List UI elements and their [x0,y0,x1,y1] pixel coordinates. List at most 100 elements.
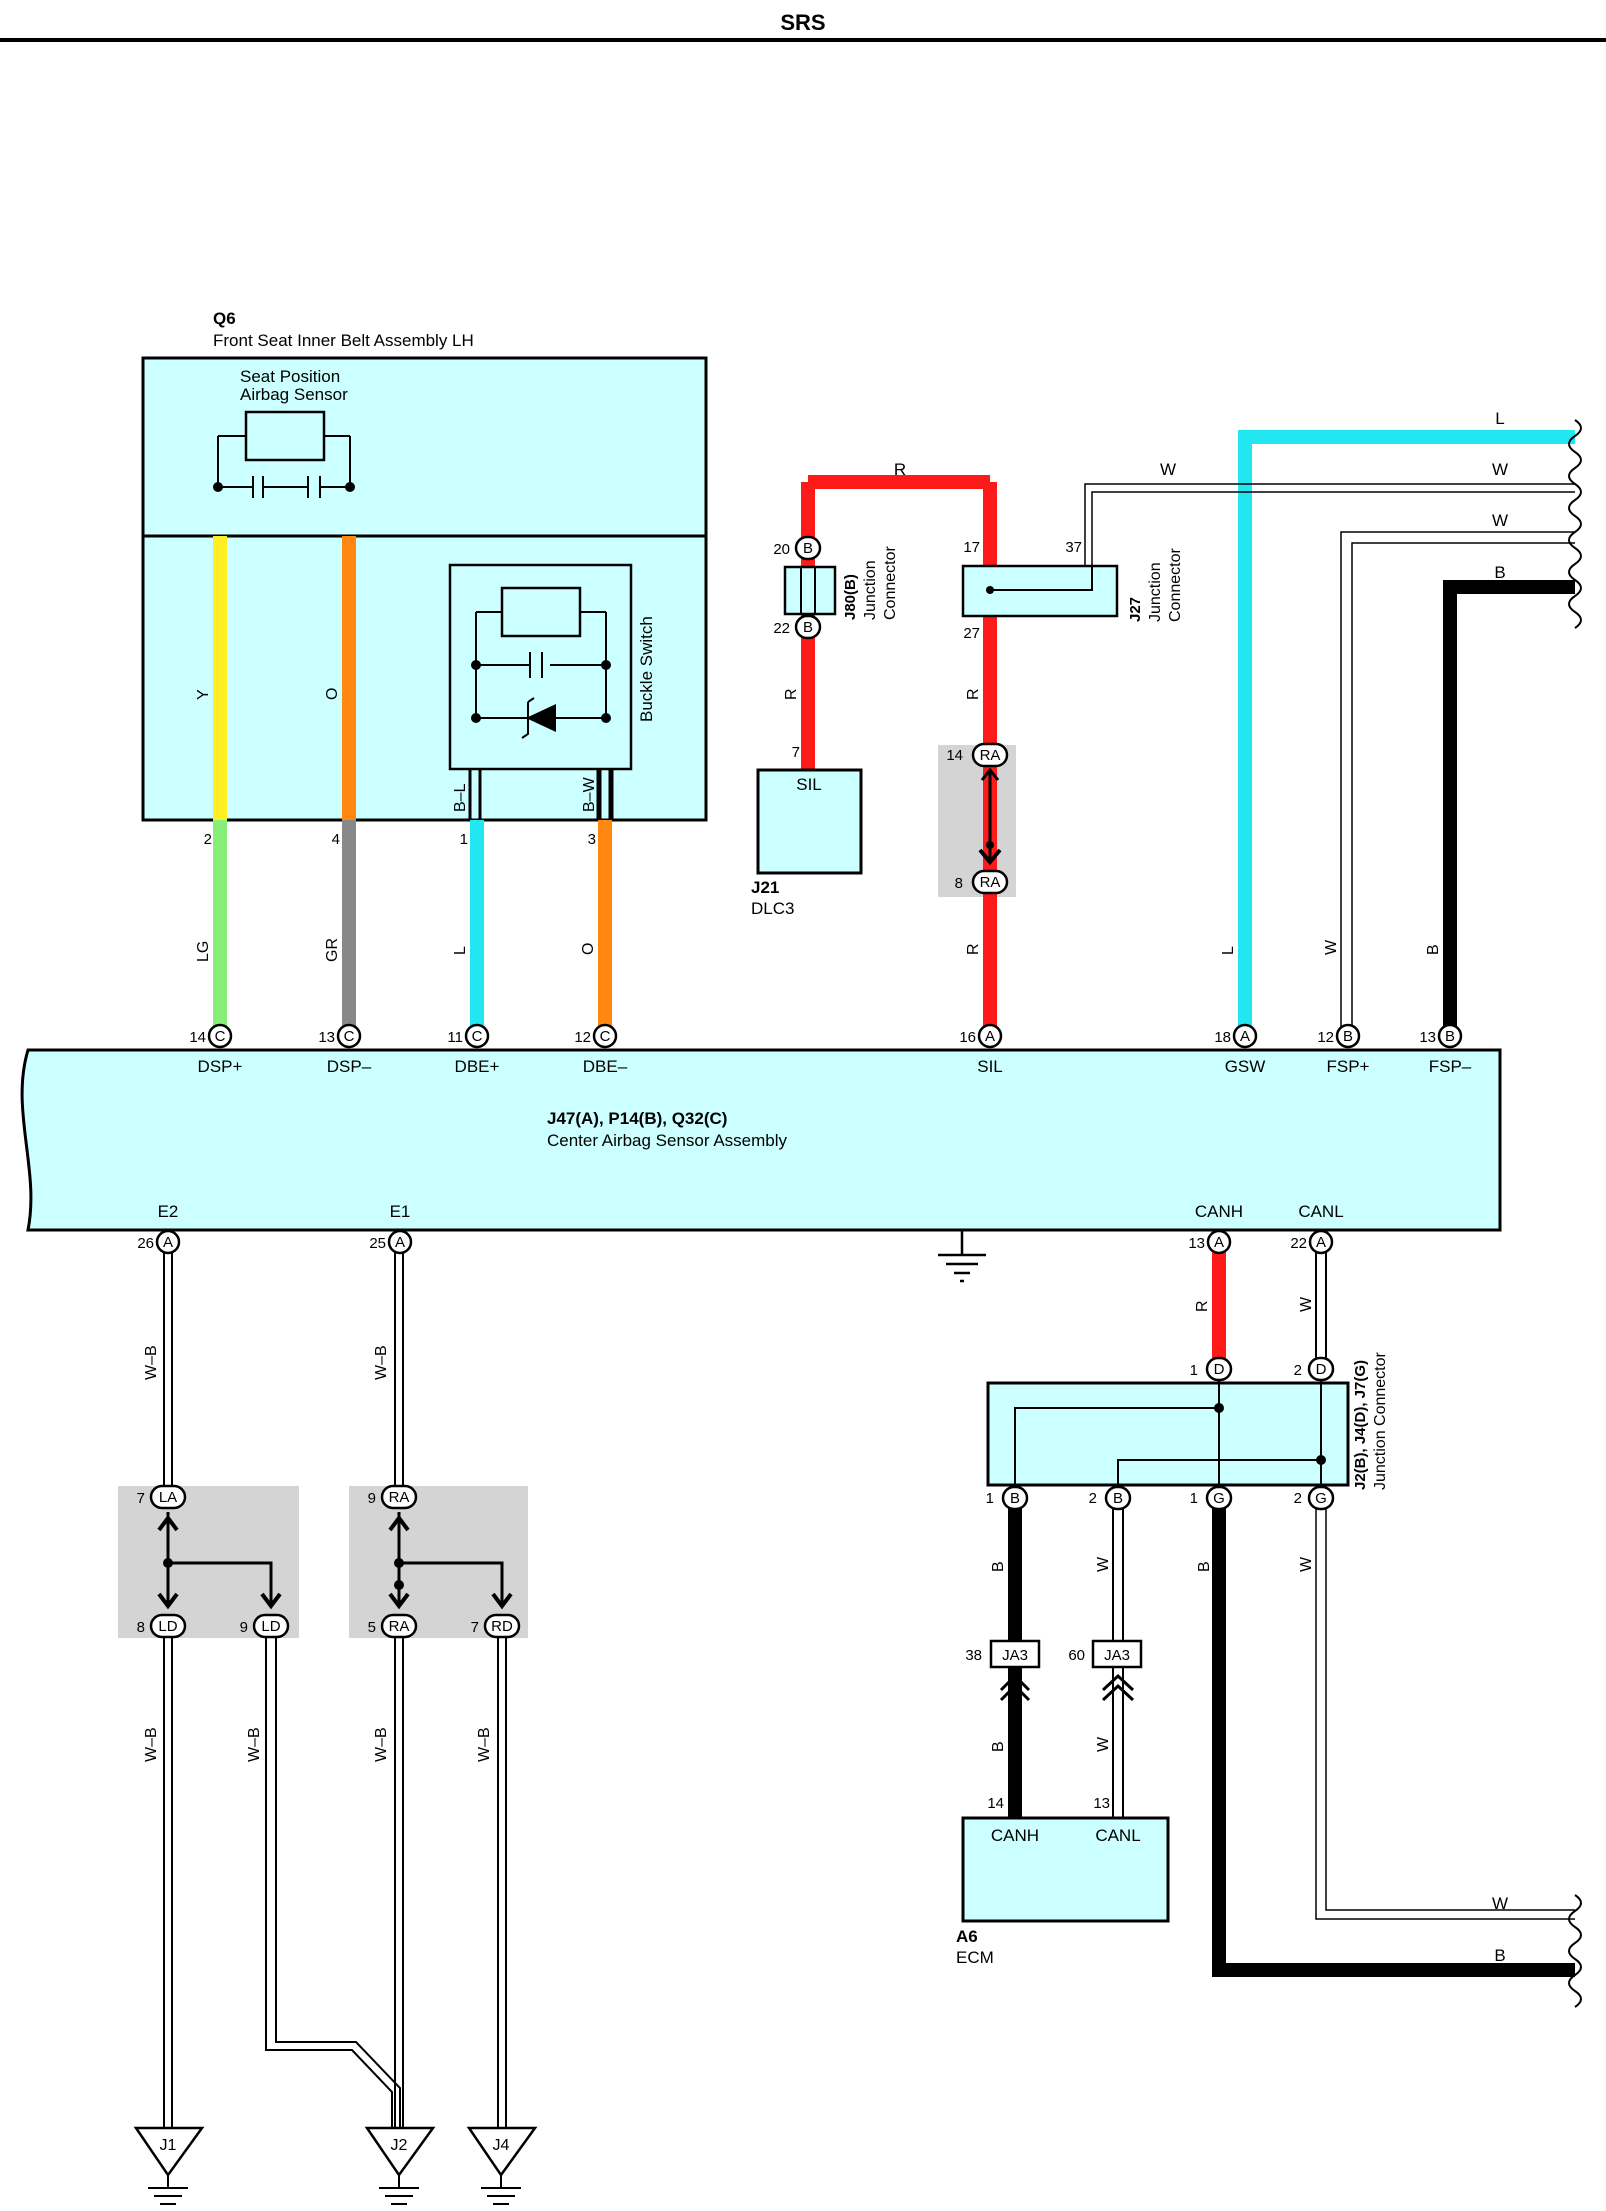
ecm-pin-14: 14 [987,1795,1004,1812]
buckle-switch-label: Buckle Switch [637,616,656,722]
pin-bubble-ra-14: RA [971,742,1009,768]
wire-label-r-canh: R [1194,1300,1211,1312]
continuation-break-top [1568,419,1582,629]
wire-label-wb-1: W–B [143,1345,160,1380]
wire-bl [468,769,482,820]
ground-j1-icon [133,2126,205,2205]
svg-text:RA: RA [980,874,1001,891]
pin-bubble-rd-7: RD [483,1613,521,1639]
terminal-dbep-conn: C [472,1028,483,1045]
ecm-canl: CANL [1095,1826,1140,1845]
wire-label-b-fsp: B [1425,944,1442,955]
wire-r-canh [1212,1244,1226,1369]
q6-pin-4: 4 [332,831,340,848]
terminal-dspp-label: DSP+ [198,1057,243,1076]
j21-box [756,768,863,875]
ra-pin-8: 8 [955,875,963,892]
wire-label-w-canl: W [1298,1296,1315,1312]
ground-j1-label: J1 [160,2137,177,2154]
g-pin-1: 1 [1190,1490,1198,1507]
wire-wb-ld9 [265,1628,401,2128]
terminal-sil-label: SIL [977,1057,1003,1076]
wire-label-b-1: B [990,1561,1007,1572]
terminal-fspm-num: 13 [1419,1029,1436,1046]
pin-bubble-d-2: D [1307,1356,1335,1382]
wire-label-gr: GR [324,938,341,962]
q6-upper-box [141,356,708,538]
pin-bubble-g-1: G [1205,1485,1233,1511]
buckle-switch-symbol [471,586,611,739]
svg-text:RA: RA [389,1618,410,1635]
svg-text:G: G [1213,1490,1225,1507]
seat-sensor-label-1: Seat Position [240,367,340,386]
ja3-pin-60: 60 [1068,1647,1085,1664]
j27-pin-37: 37 [1065,539,1082,556]
terminal-gsw-label: GSW [1225,1057,1266,1076]
ra-pin-5: 5 [368,1619,376,1636]
wire-label-b-bottom: B [1494,1946,1505,1965]
terminal-sil-conn: A [985,1028,995,1045]
wire-o-dbe [598,820,612,1038]
svg-text:LD: LD [158,1618,177,1635]
d-pin-1: 1 [1190,1362,1198,1379]
q6-code: Q6 [213,309,236,328]
wire-label-w-4: W [1095,1556,1112,1572]
seat-sensor-symbol [213,410,355,498]
ground-j2-label: J2 [391,2137,408,2154]
terminal-dbep-num: 11 [447,1029,463,1046]
jct-code: J2(B), J4(D), J7(G) [1352,1360,1369,1490]
j27-label-1: Junction [1147,562,1164,622]
ground-j4-label: J4 [493,2137,510,2154]
svg-text:B: B [803,619,813,636]
j80-pin-22: 22 [773,620,790,637]
wire-label-r-top: R [894,460,906,479]
j27-code: J27 [1127,597,1144,622]
ecm-code: A6 [956,1927,978,1946]
center-airbag-sensor-box [20,1048,1502,1232]
junction-connector-box [986,1381,1350,1487]
wire-label-l-top: L [1495,409,1504,428]
q6-lower-box [141,534,708,822]
wire-w-fsp [1340,531,1575,1038]
wire-l-dbe [470,820,484,1038]
seat-sensor-label-2: Airbag Sensor [240,385,348,404]
j21-name: DLC3 [751,899,794,918]
wire-label-o: O [324,688,341,700]
wire-label-b-top: B [1494,563,1505,582]
j80-label-2: Connector [882,546,899,620]
ecm-pin-13: 13 [1093,1795,1110,1812]
ja3-label-38: JA3 [1002,1647,1028,1664]
wire-label-o2: O [580,943,597,955]
svg-text:B: B [1010,1490,1020,1507]
svg-text:D: D [1316,1361,1327,1378]
ja3-connector-60 [1091,1639,1143,1669]
wire-label-y: Y [195,689,212,700]
j27-pin-27: 27 [963,625,980,642]
wire-wb-e2 [163,1244,173,2128]
d-pin-2: 2 [1294,1362,1302,1379]
pin-bubble-ra-8: RA [971,869,1009,895]
terminal-canh-conn: A [1214,1234,1224,1251]
terminal-dspp-num: 14 [189,1029,206,1046]
q6-pin-1: 1 [460,831,468,848]
wire-label-bl: B–L [452,783,469,812]
terminal-dbem-conn: C [600,1028,611,1045]
terminal-canl-num: 22 [1290,1235,1307,1252]
ja3-pin-38: 38 [965,1647,982,1664]
pin-bubble-b-2: B [1104,1485,1132,1511]
j21-code: J21 [751,878,779,897]
q6-pin-3: 3 [588,831,596,848]
wire-label-w-fsp: W [1323,939,1340,955]
la-pin-7: 7 [137,1490,145,1507]
terminal-sil-num: 16 [959,1029,976,1046]
wire-label-wb-2: W–B [373,1345,390,1380]
j27-pin-17: 17 [963,539,980,556]
wire-label-l-gsw: L [1220,946,1237,955]
